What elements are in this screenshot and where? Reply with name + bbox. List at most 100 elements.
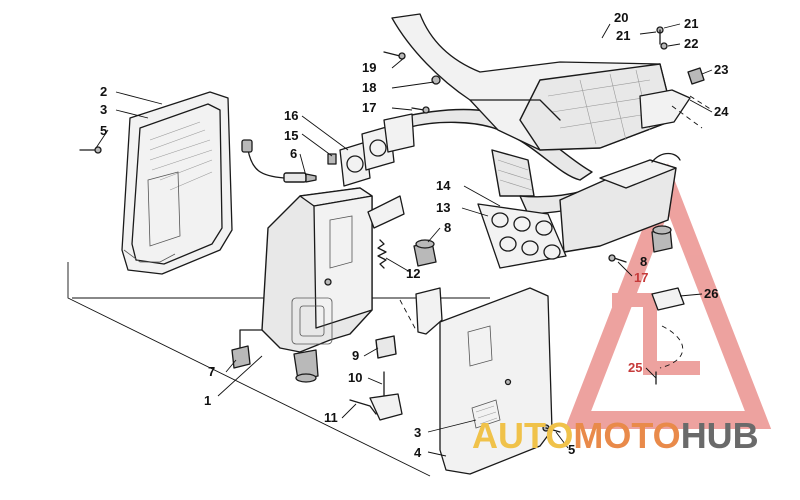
callouts: 1 2 3 5 6 15 16 19 18 17 14 13 8 12 7 9 … xyxy=(100,10,729,460)
callout-1: 1 xyxy=(204,393,211,408)
manifold-bracket xyxy=(651,152,681,163)
oxygen-sensor-body xyxy=(283,172,307,183)
mount-bracket-24-dash xyxy=(671,95,713,129)
callout-3-lower: 3 xyxy=(414,425,421,440)
gasket-16-hole xyxy=(346,155,364,173)
callout-9: 9 xyxy=(352,348,359,363)
gasket-port-2 xyxy=(513,216,531,232)
muffler-mount-stud xyxy=(324,278,332,286)
heat-duct-shield xyxy=(519,63,675,151)
callout-20: 20 xyxy=(614,10,628,25)
callout-22: 22 xyxy=(684,36,698,51)
clamp-9 xyxy=(375,335,397,359)
spring xyxy=(377,239,387,269)
bracket-7-body xyxy=(231,345,251,369)
manifold-top xyxy=(599,159,677,189)
bracket-26-plate xyxy=(651,287,685,311)
callout-5-upper: 5 xyxy=(100,123,107,138)
gasket-16 xyxy=(339,141,371,187)
flange-gaskets xyxy=(339,113,415,187)
clamp-9-body xyxy=(375,335,397,359)
muffler-inlet-flange xyxy=(367,195,405,229)
watermark-text: AUTOMOTOHUB xyxy=(472,415,759,456)
nut-15 xyxy=(327,153,337,165)
bolt-17b-head xyxy=(608,254,616,262)
rubber-mounts xyxy=(413,225,673,267)
hanger-bracket-body xyxy=(415,287,443,335)
watermark-auto: AUTO xyxy=(472,415,573,456)
mount-bracket-24 xyxy=(639,89,713,129)
callout-13: 13 xyxy=(436,200,450,215)
bracket-10-plate xyxy=(369,393,403,421)
muffler-side xyxy=(313,195,373,329)
heat-shield-lower-hole xyxy=(504,378,512,386)
heat-shield-upper-body xyxy=(121,91,233,275)
gasket-port-6 xyxy=(543,244,561,260)
callout-17-upper: 17 xyxy=(362,100,376,115)
bracket-26-dash xyxy=(659,325,684,369)
heat-shield-lower-window xyxy=(467,325,493,367)
callout-11: 11 xyxy=(324,410,338,425)
heat-duct xyxy=(391,13,675,151)
bolt-5a-head xyxy=(94,146,102,154)
heat-shield-upper xyxy=(121,91,233,275)
oxygen-sensor-wire xyxy=(247,149,285,179)
callout-23: 23 xyxy=(714,62,728,77)
muffler-outlet xyxy=(293,349,319,381)
callout-26: 26 xyxy=(704,286,718,301)
bolt-19 xyxy=(383,51,401,57)
bolt-19-head xyxy=(398,52,406,60)
heat-shield-lower-grille-lines xyxy=(475,405,498,425)
callout-21-left: 21 xyxy=(616,28,630,43)
bracket-26 xyxy=(651,287,685,385)
exhaust-manifold xyxy=(559,152,681,253)
heat-shield-upper-panel xyxy=(147,171,181,247)
watermark-moto: MOTO xyxy=(573,415,680,456)
callout-12: 12 xyxy=(406,266,420,281)
heat-shield-upper-mesh xyxy=(149,121,213,191)
callout-21-right: 21 xyxy=(684,16,698,31)
callout-8-right: 8 xyxy=(640,254,647,269)
oxygen-sensor xyxy=(241,139,317,183)
bolt-17b xyxy=(613,257,627,263)
heat-shield-lower-grille xyxy=(471,399,501,429)
callout-15: 15 xyxy=(284,128,298,143)
callout-3-upper: 3 xyxy=(100,102,107,117)
muffler xyxy=(239,187,405,383)
bolt-bracket-10 xyxy=(349,371,403,421)
callout-25: 25 xyxy=(628,360,642,375)
spring-coil xyxy=(377,239,387,269)
callout-5-lower: 5 xyxy=(568,442,575,457)
heat-shield-upper-rim xyxy=(131,103,223,265)
bolt-17 xyxy=(411,107,425,111)
heat-shield-lower xyxy=(439,287,553,475)
mount-bracket-24-plate xyxy=(639,89,691,129)
watermark-word-auto: AUTOMOTOHUB xyxy=(472,415,759,456)
gasket-port-3 xyxy=(535,220,553,236)
bracket-7 xyxy=(231,345,251,369)
catalytic-converter-ribs xyxy=(497,159,533,191)
gasket-15-hole xyxy=(369,139,387,157)
callout-4: 4 xyxy=(414,445,422,460)
callout-24: 24 xyxy=(714,104,729,119)
heat-duct-ribs xyxy=(547,69,661,145)
catalytic-converter xyxy=(491,149,535,197)
bracket-line-left xyxy=(67,262,431,477)
callout-16: 16 xyxy=(284,108,298,123)
oxygen-sensor-tip xyxy=(305,173,317,183)
washer-22 xyxy=(660,42,668,50)
muffler-label-inner xyxy=(299,305,325,337)
oxygen-sensor-connector xyxy=(241,139,253,153)
muffler-label-plate xyxy=(291,297,333,345)
callout-18: 18 xyxy=(362,80,376,95)
hanger-bracket xyxy=(399,287,443,335)
heat-shield-upper-lip xyxy=(123,249,176,263)
bolt-17-head xyxy=(422,106,430,114)
muffler-bracket xyxy=(329,215,353,269)
gasket-port-5 xyxy=(521,240,539,256)
bracket-11-clip xyxy=(349,399,377,415)
rubber-mount-8b-top xyxy=(652,225,672,235)
rubber-mount-8a-top xyxy=(415,239,435,249)
callout-8-left: 8 xyxy=(444,220,451,235)
